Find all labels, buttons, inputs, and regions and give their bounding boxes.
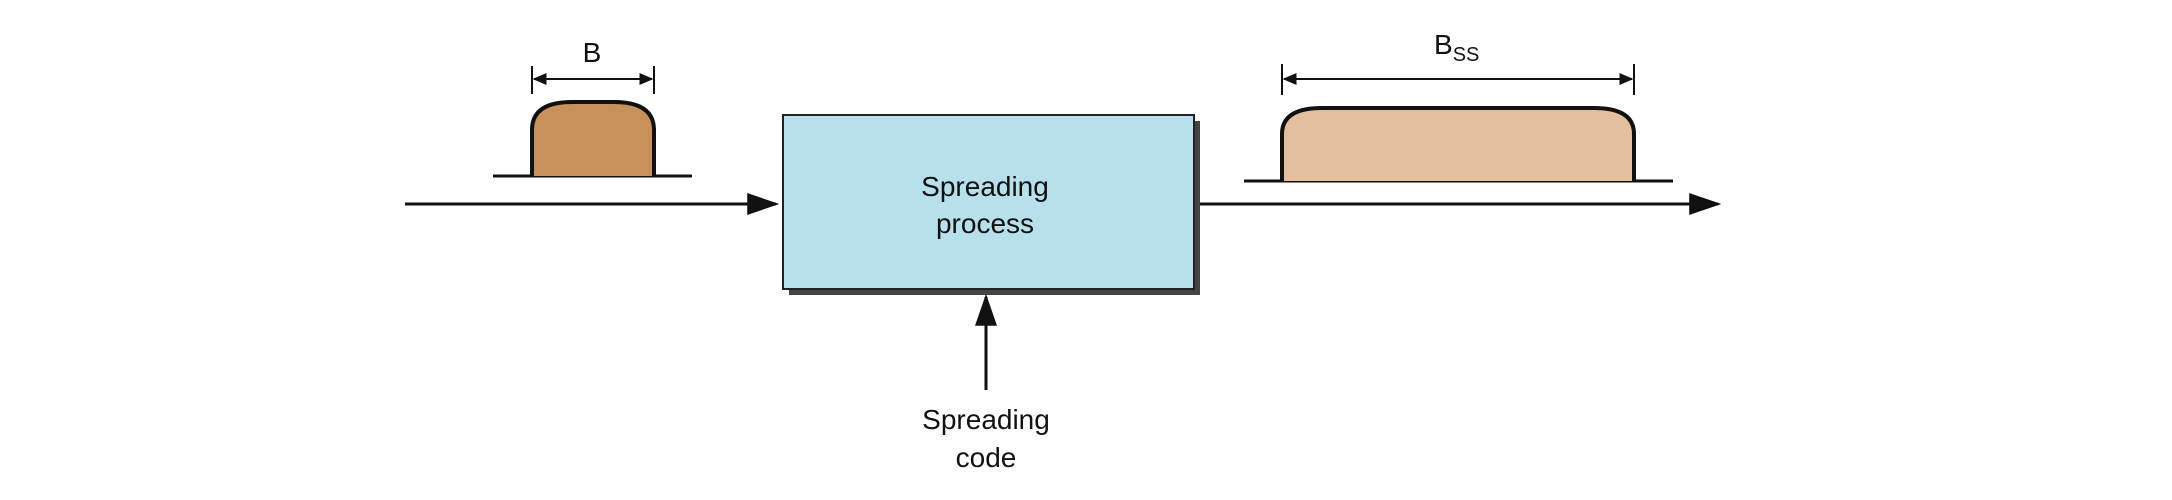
input-bandwidth-dimension: B	[531, 37, 655, 94]
process-box-label-line2: process	[936, 208, 1034, 239]
output-bandwidth-base: B	[1434, 29, 1453, 60]
output-spectrum	[1244, 106, 1673, 183]
spreading-code-label-line2: code	[956, 442, 1017, 473]
narrow-spectrum-shape	[530, 100, 656, 176]
spreading-code-label-line1: Spreading	[922, 404, 1050, 435]
output-bandwidth-subscript: SS	[1453, 44, 1480, 66]
process-box-label-line1: Spreading	[921, 171, 1049, 202]
output-bandwidth-label: BSS	[1434, 29, 1479, 66]
input-spectrum	[493, 100, 692, 178]
process-box-body	[782, 114, 1195, 290]
output-bandwidth-dimension: BSS	[1281, 29, 1635, 95]
input-bandwidth-label: B	[583, 37, 602, 68]
spreading-process-box: Spreading process	[782, 114, 1200, 295]
spread-spectrum-shape	[1280, 106, 1636, 181]
